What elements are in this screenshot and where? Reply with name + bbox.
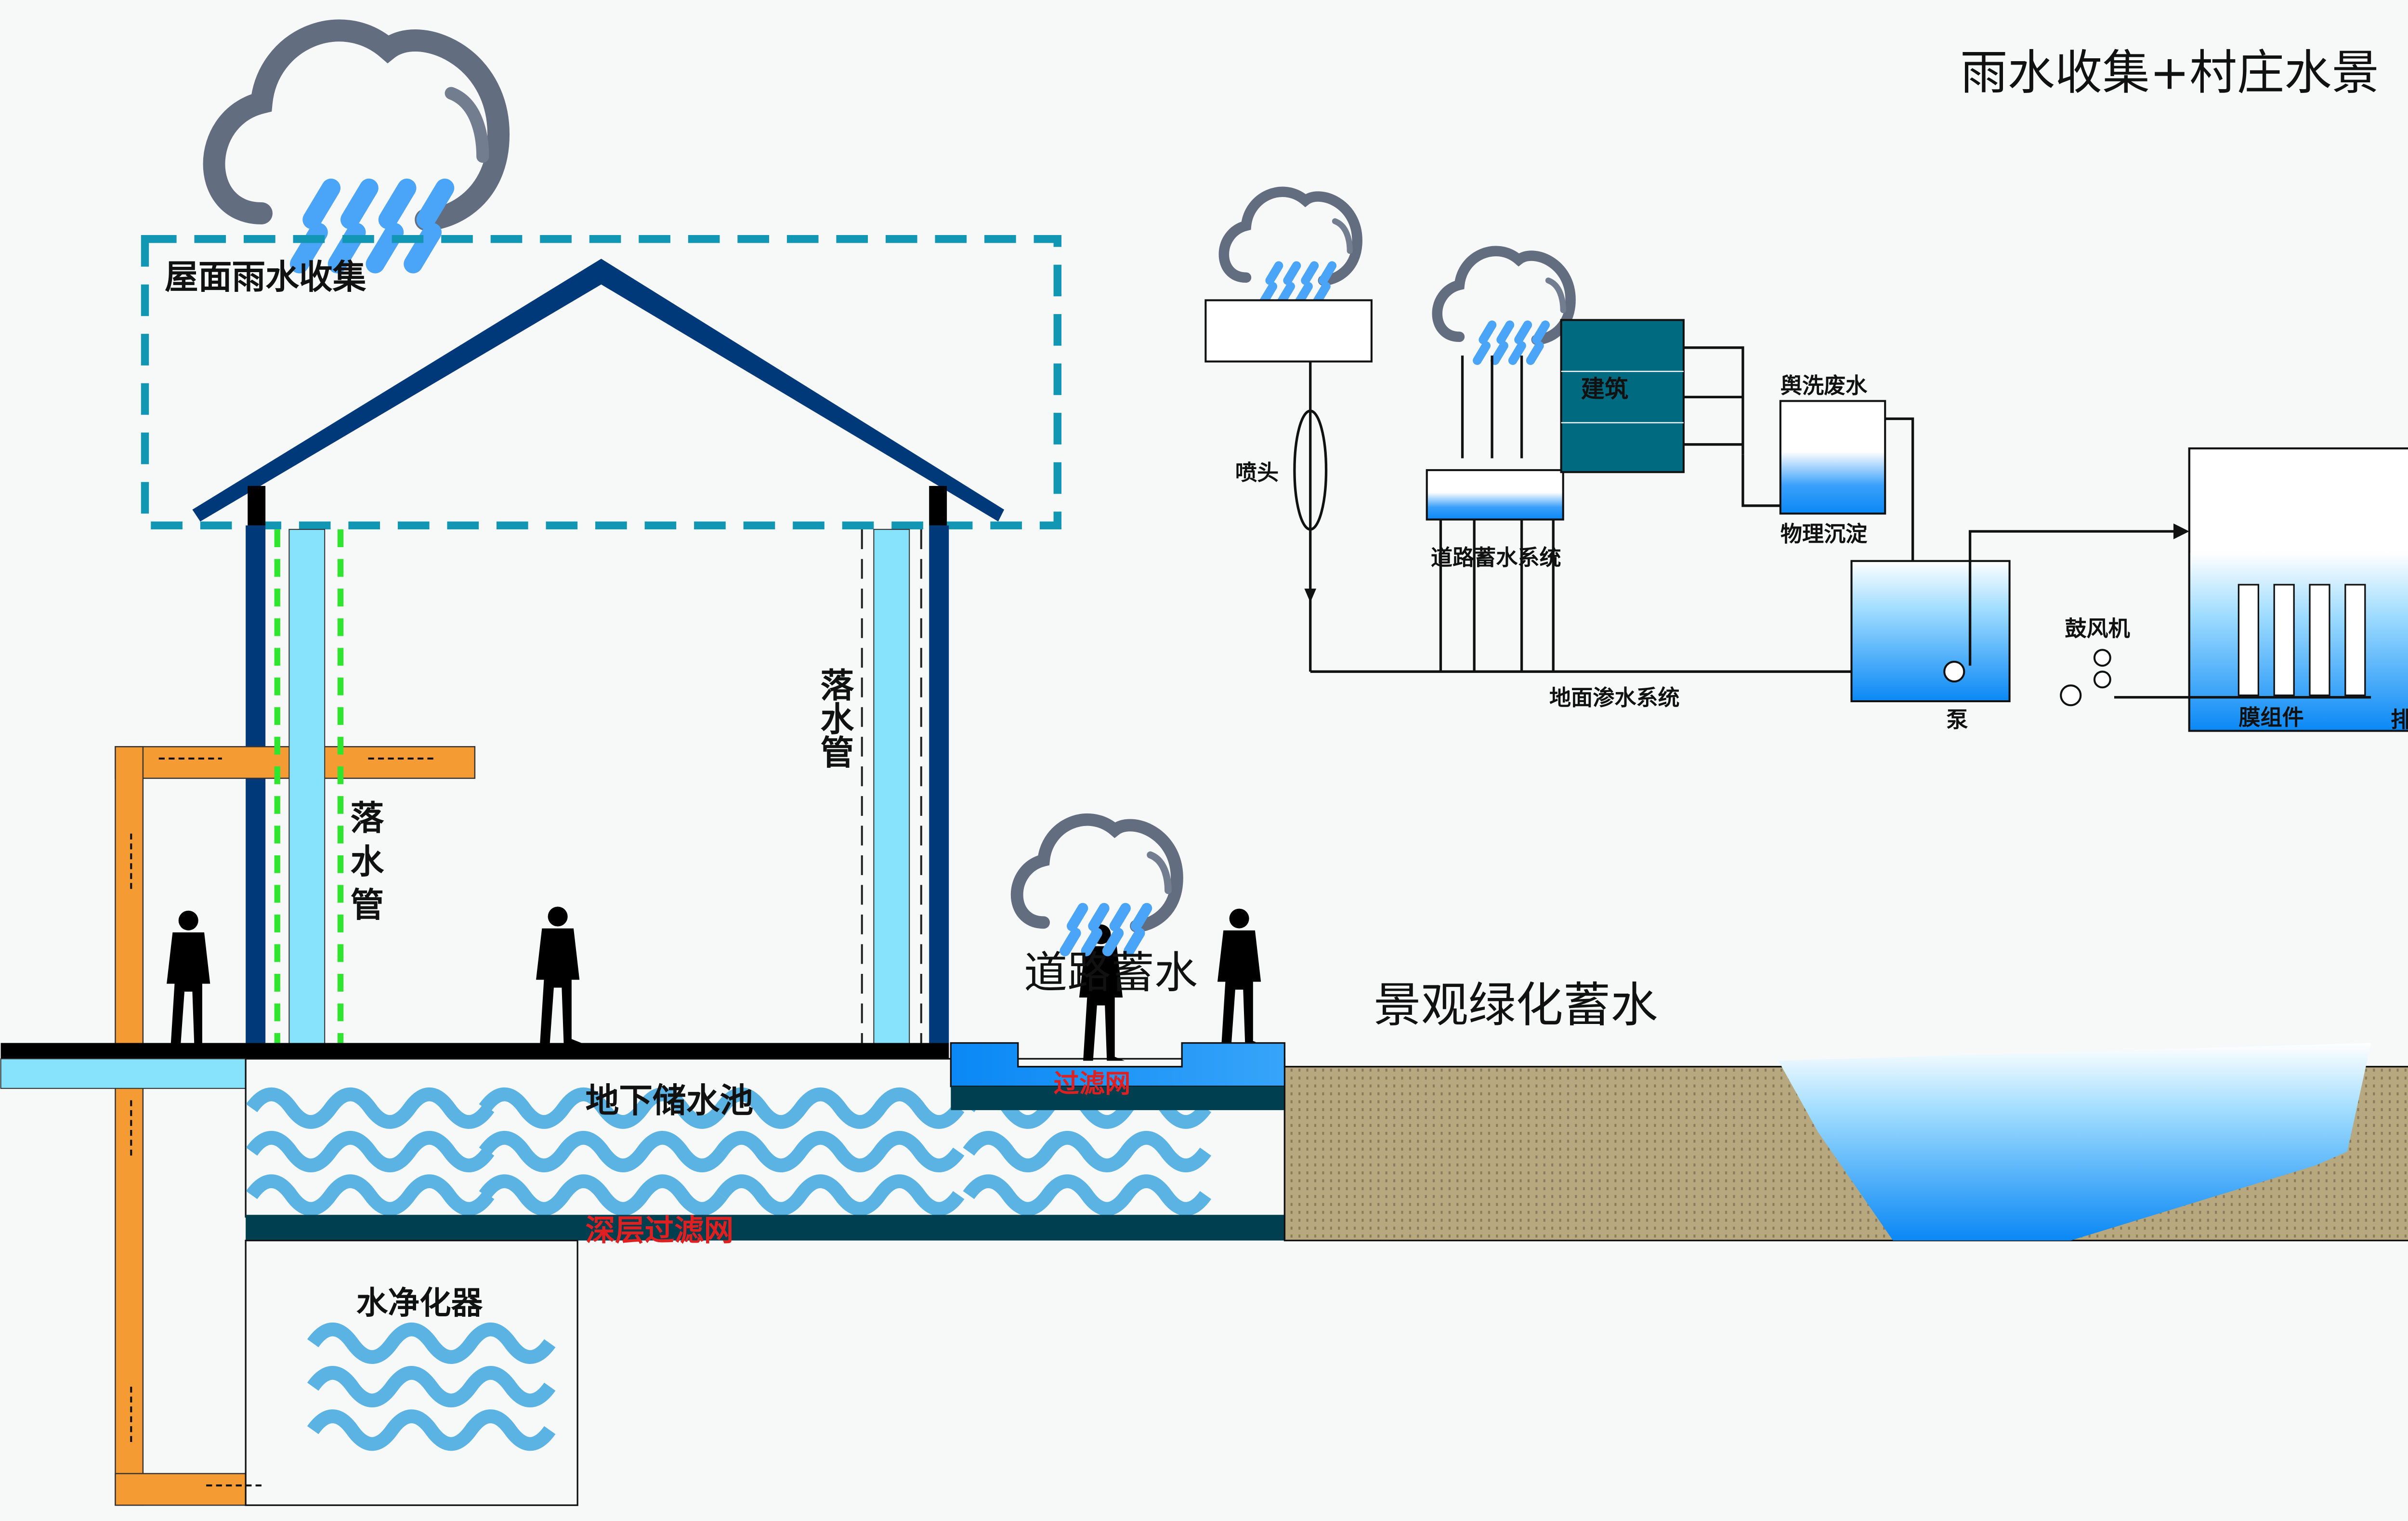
sedimentation-tank [1779, 400, 1886, 515]
membrane-label: 膜组件 [2238, 705, 2303, 730]
road-storage-system-label: 道路蓄水系统 [1431, 545, 1561, 570]
rain-cloud-icon [1017, 820, 1177, 951]
sprinkler-icon [1293, 409, 1328, 531]
pump-tank [1850, 560, 2011, 703]
rain-cloud-icon [214, 30, 499, 264]
water-purifier [245, 1239, 578, 1506]
sedimentation-label: 物理沉淀 [1780, 521, 1868, 547]
person-silhouette [1217, 908, 1263, 1045]
building-block [1560, 319, 1685, 473]
blower-label: 鼓风机 [2065, 616, 2130, 642]
downpipe-left [288, 529, 326, 1048]
roof-collection-box [141, 235, 1061, 530]
downpipe-left-label: 落水管 [351, 799, 385, 925]
rain-collector-box [1204, 299, 1373, 363]
deep-filter-label: 深层过滤网 [586, 1213, 734, 1248]
membrane-modules [2238, 584, 2366, 696]
right-wall [929, 525, 949, 1043]
deep-filter-layer [246, 1215, 1285, 1241]
road-storage-label: 道路蓄水 [1024, 948, 1198, 998]
building-label: 建筑 [1581, 375, 1628, 403]
sprinkler-label: 喷头 [1235, 460, 1279, 485]
pump-icon [1943, 660, 1965, 682]
blower-icon [2060, 684, 2082, 707]
purifier-label: 水净化器 [356, 1285, 483, 1321]
roof-collection-label: 屋面雨水收集 [165, 258, 366, 297]
ground-seepage-label: 地面渗水系统 [1549, 685, 1680, 710]
downpipe-right [873, 529, 910, 1048]
ground-slab [0, 1043, 949, 1059]
landscape-pond [1778, 1043, 2371, 1241]
underground-tank-label: 地下储水池 [586, 1081, 754, 1120]
person-silhouette [536, 906, 582, 1043]
road-storage-tank [1426, 469, 1564, 521]
pump-label: 泵 [1946, 707, 1968, 732]
person-silhouette [167, 910, 212, 1047]
drain-pump-label: 排水泵 [2391, 707, 2408, 732]
left-wall [246, 525, 266, 1043]
wash-wastewater-label: 舆洗废水 [1780, 373, 1868, 398]
downpipe-right-label: 落水管 [815, 668, 854, 768]
landscape-label: 景观绿化蓄水 [1374, 978, 1658, 1033]
diagram-title: 雨水收集+村庄水景（人居环境提升）+惠农水利 [1960, 46, 2408, 101]
roof [192, 259, 1005, 522]
road-filter-label: 过滤网 [1054, 1069, 1131, 1099]
